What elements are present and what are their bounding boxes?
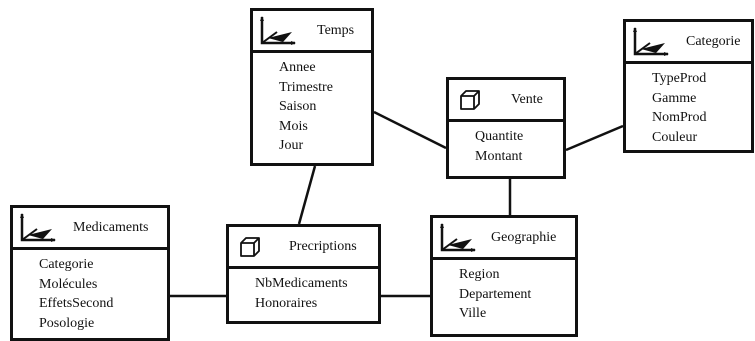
attribute: Annee <box>279 60 316 75</box>
attribute: Categorie <box>39 257 94 272</box>
attribute-list: Categorie Molécules EffetsSecond Posolog… <box>13 250 167 333</box>
link-temps-vente <box>373 110 447 150</box>
entity-title: Geographie <box>491 230 557 245</box>
entity-header: Vente <box>449 80 563 122</box>
attribute: Mois <box>279 118 308 134</box>
attribute: Gamme <box>652 90 697 106</box>
attribute: Molécules <box>39 276 98 292</box>
attribute: Departement <box>459 286 532 302</box>
entity-title: Categorie <box>686 34 741 49</box>
entity-header: Geographie <box>433 218 575 260</box>
dimension-medicaments[interactable]: Medicaments Categorie Molécules EffetsSe… <box>10 205 170 341</box>
dimension-axes-icon <box>20 213 56 242</box>
fact-cube-icon <box>240 237 260 257</box>
dimension-temps[interactable]: Temps Annee Trimestre Saison Mois Jour <box>250 8 374 166</box>
attribute: Trimestre <box>279 79 333 95</box>
fact-precriptions[interactable]: Precriptions NbMedicaments Honoraires <box>226 224 381 324</box>
attribute: EffetsSecond <box>39 296 114 311</box>
measure: Montant <box>475 148 523 164</box>
link-temps-precriptions <box>297 165 317 225</box>
entity-header: Temps <box>253 11 371 53</box>
dimension-axes-icon <box>633 27 669 56</box>
attribute-list: TypeProd Gamme NomProd Couleur <box>626 64 751 147</box>
entity-title: Medicaments <box>73 220 149 235</box>
attribute-list: Region Departement Ville <box>433 260 575 324</box>
measure-list: Quantite Montant <box>449 122 563 166</box>
attribute: Saison <box>279 99 317 114</box>
attribute: Ville <box>459 306 487 321</box>
attribute: Jour <box>279 138 304 153</box>
entity-title: Vente <box>511 92 543 107</box>
entity-header: Precriptions <box>229 227 378 269</box>
entity-title: Temps <box>317 23 355 38</box>
attribute: Posologie <box>39 315 95 331</box>
measure: Honoraires <box>255 295 318 311</box>
dimension-axes-icon <box>260 16 296 45</box>
dimension-axes-icon <box>440 223 476 252</box>
attribute: Couleur <box>652 129 698 145</box>
attribute: TypeProd <box>652 71 707 86</box>
measure-list: NbMedicaments Honoraires <box>229 269 378 313</box>
entity-header: Medicaments <box>13 208 167 250</box>
fact-cube-icon <box>460 90 480 110</box>
dimension-geographie[interactable]: Geographie Region Departement Ville <box>430 215 578 337</box>
fact-vente[interactable]: Vente Quantite Montant <box>446 77 566 179</box>
attribute: NomProd <box>652 110 707 125</box>
link-categorie-vente <box>565 124 624 152</box>
entity-title: Precriptions <box>289 239 357 254</box>
measure: Quantite <box>475 129 524 144</box>
dimension-categorie[interactable]: Categorie TypeProd Gamme NomProd Couleur <box>623 19 754 153</box>
entity-header: Categorie <box>626 22 751 64</box>
attribute-list: Annee Trimestre Saison Mois Jour <box>253 53 371 156</box>
attribute: Region <box>459 267 500 282</box>
measure: NbMedicaments <box>255 276 348 291</box>
